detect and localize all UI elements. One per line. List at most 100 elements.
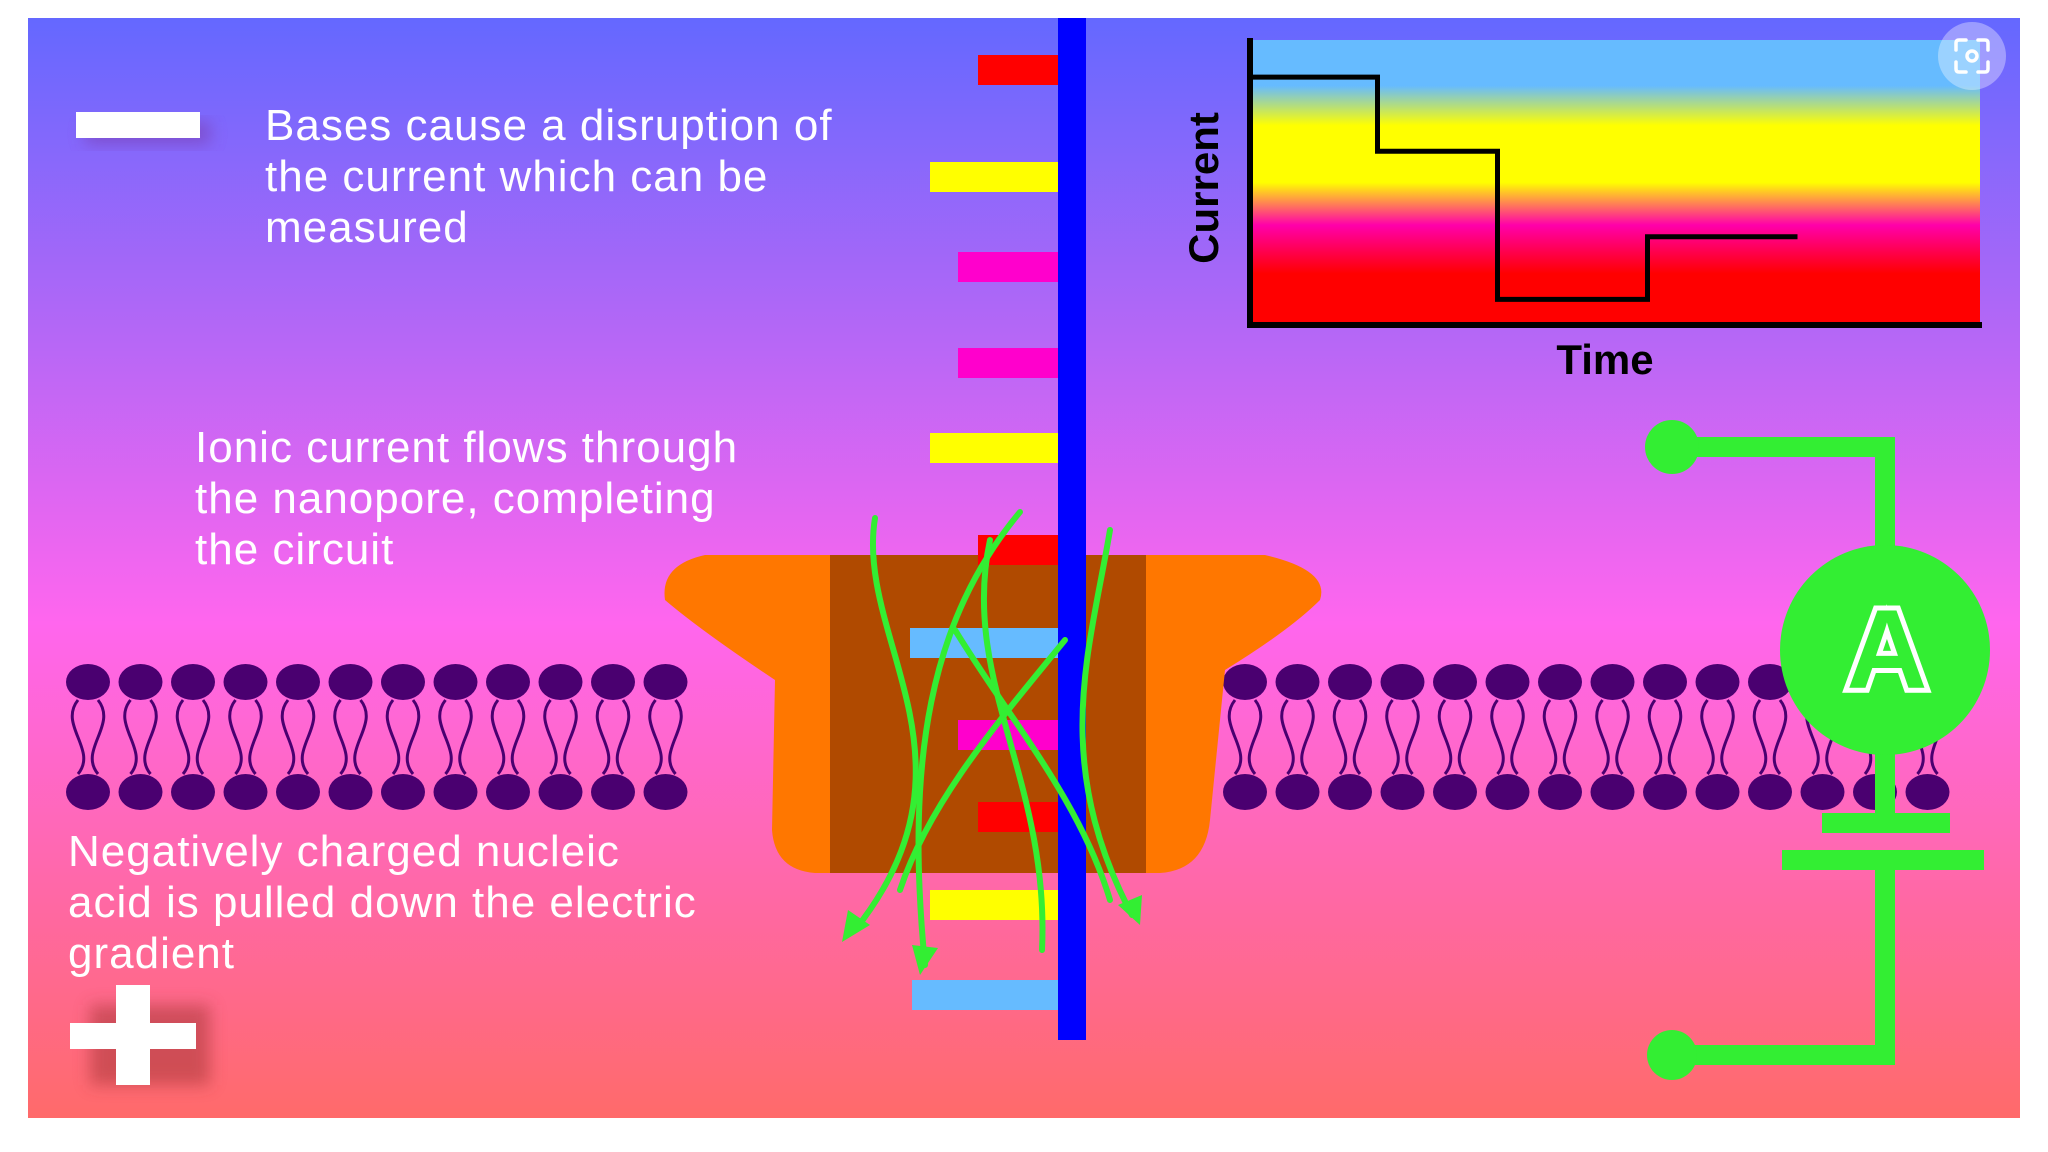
membrane-left [66,664,688,810]
current-arrow [952,627,1113,903]
lipid-tail [1490,699,1525,775]
positive-electrode-symbol [70,985,210,1085]
lipid-tail [438,699,473,775]
arrow-head [1118,895,1142,925]
lipid-head [1695,774,1740,810]
lipid-head [1905,774,1950,810]
lipid-tail [1385,699,1420,775]
current-time-chart: Time Current [1180,38,1982,383]
lipid-tail [228,699,263,775]
lipid-head [1433,774,1477,810]
lipid-head [1275,774,1320,810]
lipid-tail [648,699,683,775]
lipid-head [1380,664,1425,700]
ammeter-icon: A [1780,545,1990,755]
lipid-tail [385,699,421,775]
lipid-tail [1595,699,1630,775]
lipid-head [1800,774,1845,810]
minus-icon [76,112,200,138]
lipid-head [118,664,163,700]
lipid-head [643,664,688,700]
lipid-head [1485,664,1530,700]
current-arrow [1079,527,1135,918]
arrow-head [912,945,938,975]
base-blue [912,980,1058,1010]
ionic-current-arrows [852,509,1135,968]
lipid-head [1485,774,1530,810]
ammeter-label: A [1847,587,1928,712]
lipid-tail [70,699,106,775]
lipid-head [1223,774,1267,810]
lipid-head [171,664,215,700]
caption-nucleic: Negatively charged nucleic acid is pulle… [68,827,697,978]
base-yellow [930,890,1058,920]
lipid-head [1643,774,1687,810]
x-axis-label: Time [1556,336,1653,383]
lipid-head [223,774,268,810]
screen-search-button[interactable] [1938,22,2006,90]
lipid-tail [1332,699,1368,775]
lipid-head [1223,664,1267,700]
y-axis-label: Current [1180,112,1227,264]
base-yellow [930,433,1058,463]
lipid-head [538,664,583,700]
base-yellow [930,162,1058,192]
current-arrow [897,637,1068,893]
dna-strand [1058,18,1086,1040]
lipid-head [1590,664,1635,700]
lipid-head [1275,664,1320,700]
lipid-head [276,664,320,700]
lipid-head [538,774,583,810]
lipid-head [118,774,163,810]
caption-line: acid is pulled down the electric [68,878,697,927]
ammeter-body [1780,545,1990,755]
lipid-head [486,774,530,810]
lipid-head [1695,664,1740,700]
lipid-head [433,664,478,700]
lipid-tail [543,699,578,775]
lipid-tail [1700,699,1735,775]
current-arrow [852,515,919,933]
lipid-head [381,664,425,700]
caption-line: the current which can be [265,152,768,201]
current-arrow [980,537,1046,953]
base-red [978,55,1058,85]
caption-line: Bases cause a disruption of [265,101,833,150]
lipid-tail [333,699,368,775]
lipid-head [1328,664,1372,700]
lipid-head [1748,774,1792,810]
caption-line: gradient [68,929,235,978]
lipid-head [486,664,530,700]
lipid-tail [1227,699,1263,775]
lipid-head [328,664,373,700]
base-magenta [958,348,1058,378]
caption-ionic: Ionic current flows through the nanopore… [195,423,738,574]
lipid-head [433,774,478,810]
lipid-head [276,774,320,810]
negative-electrode-symbol [76,112,210,144]
lipid-tail [1280,699,1315,775]
lipid-head [381,774,425,810]
caption-line: Ionic current flows through [195,423,738,472]
lipid-head [643,774,688,810]
chart-background [1250,40,1980,325]
terminal-top [1645,420,1699,474]
lipid-head [1748,664,1792,700]
lipid-head [328,774,373,810]
lipid-tail [490,699,526,775]
lipid-tail [595,699,631,775]
plus-icon-vertical [116,985,150,1085]
terminal-bottom [1647,1030,1697,1080]
lipid-head [1590,774,1635,810]
lipid-head [66,774,110,810]
arrow-heads [842,895,1142,975]
lipid-tail [1437,699,1473,775]
screen-search-icon [1954,38,1990,74]
battery-plate-short [1822,813,1950,833]
lipid-head [66,664,110,700]
arrow-head [842,910,870,942]
base-red [978,802,1058,832]
caption-line: the nanopore, completing [195,474,716,523]
circuit-wire-bottom [1672,865,1895,1065]
